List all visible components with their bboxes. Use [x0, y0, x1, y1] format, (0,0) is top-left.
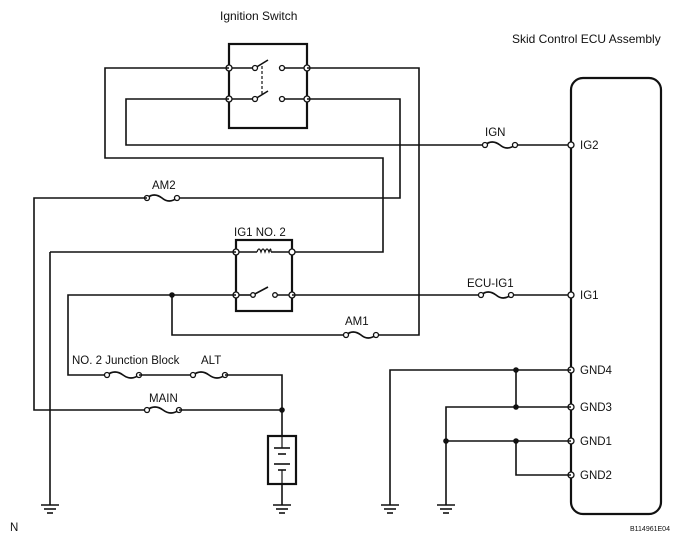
- ecu-ig1-fuse-label: ECU-IG1: [467, 278, 514, 290]
- ig2-pin-label: IG2: [580, 140, 599, 152]
- junction-block-label: NO. 2 Junction Block: [72, 355, 180, 367]
- ignition-switch: [225, 42, 311, 130]
- ign-fuse: [481, 141, 519, 149]
- battery-icon: [266, 434, 298, 486]
- ig1-pin-label: IG1: [580, 290, 599, 302]
- gnd2-pin-label: GND2: [580, 470, 612, 482]
- alt-fuse: [189, 371, 229, 379]
- relay-contact-wiring: [67, 292, 571, 376]
- junction-block-fuse: [103, 371, 143, 379]
- gnd3-pin-label: GND3: [580, 402, 612, 414]
- alt-wire: [225, 374, 283, 410]
- ig1-no2-relay: [232, 238, 296, 313]
- ground-icon: [381, 504, 399, 514]
- am1-fuse: [342, 331, 380, 339]
- am2-fuse-label: AM2: [152, 180, 176, 192]
- ground-icon: [41, 504, 59, 514]
- figure-code: B114961E04: [630, 526, 670, 533]
- ignition-switch-wiring: [104, 67, 571, 336]
- am1-fuse-label: AM1: [345, 316, 369, 328]
- ig1-pin: [567, 291, 575, 299]
- ig2-pin: [567, 141, 575, 149]
- ignition-switch-title: Ignition Switch: [220, 9, 297, 23]
- ecu-ig1-fuse: [477, 291, 515, 299]
- relay-label: IG1 NO. 2: [234, 227, 286, 239]
- ecu-assembly-title: Skid Control ECU Assembly: [512, 32, 661, 46]
- main-fuse-label: MAIN: [149, 393, 178, 405]
- gnd4-pin-label: GND4: [580, 365, 613, 377]
- gnd1-pin-label: GND1: [580, 436, 612, 448]
- am2-wire: [33, 197, 147, 411]
- ign-fuse-label: IGN: [485, 127, 505, 139]
- ground-icon: [273, 504, 291, 514]
- main-fuse: [143, 406, 183, 414]
- ground-wiring: [389, 367, 571, 505]
- ground-icon: [437, 504, 455, 514]
- corner-mark: N: [10, 522, 18, 534]
- alt-fuse-label: ALT: [201, 355, 221, 367]
- am2-fuse: [143, 194, 181, 202]
